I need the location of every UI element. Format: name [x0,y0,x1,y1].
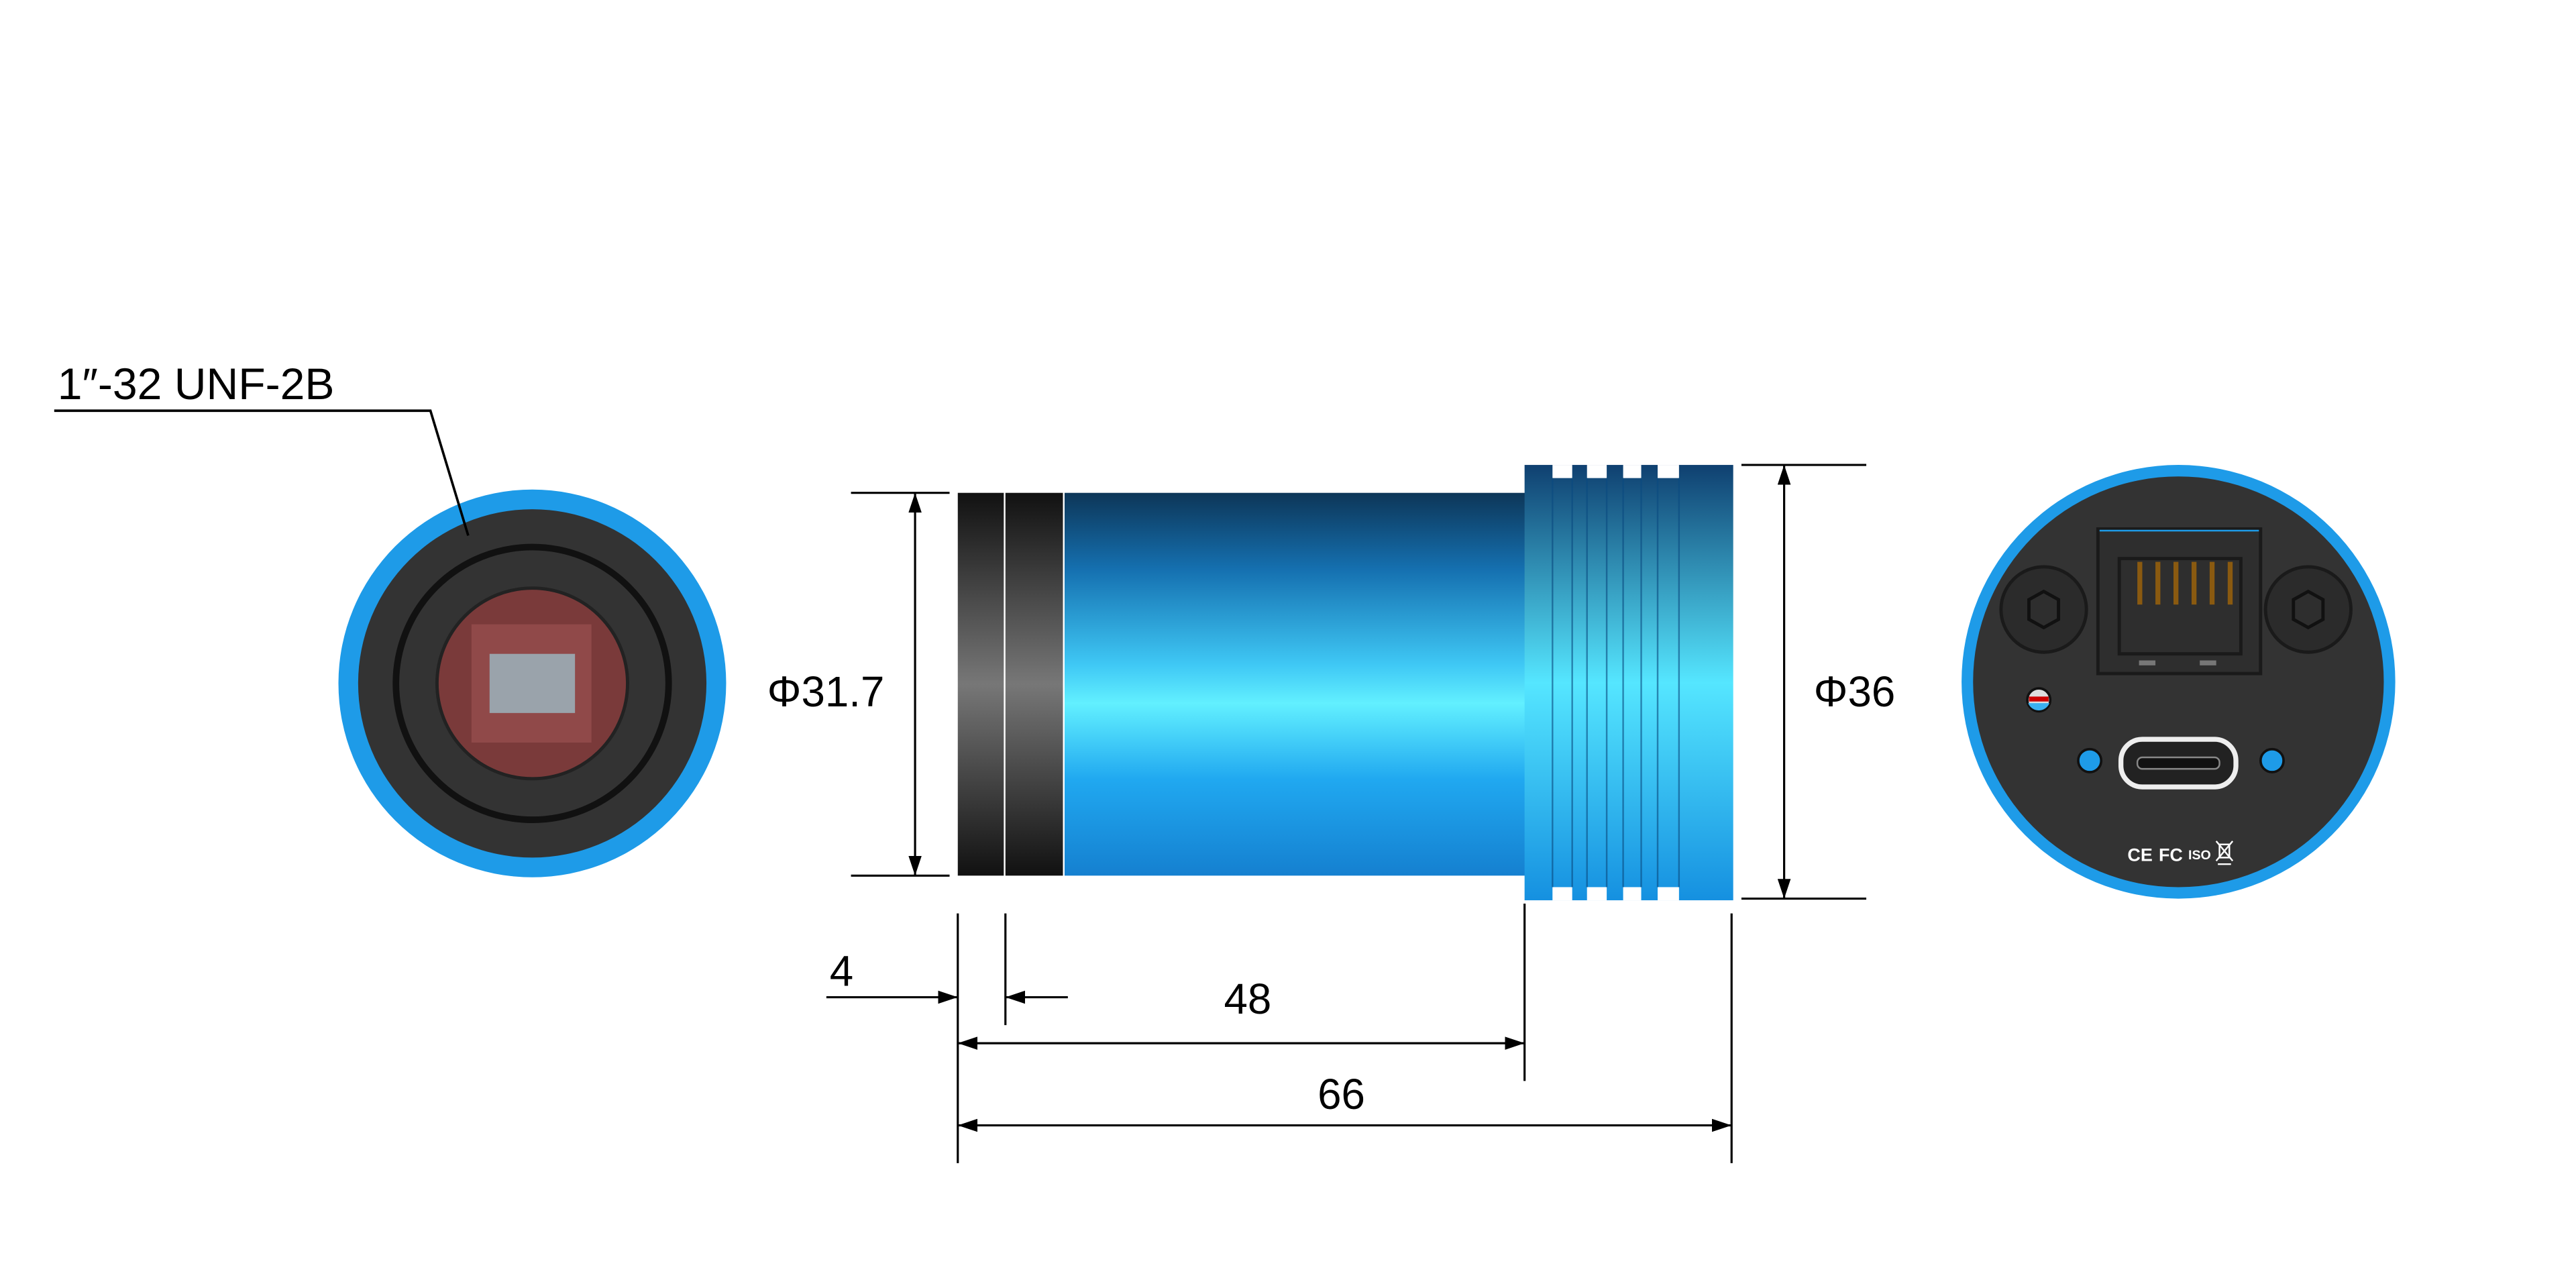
usb-c-port [2118,737,2239,790]
camera-body [1064,492,1528,876]
rj45-port [2096,527,2263,676]
total-length-label: 66 [1318,1071,1365,1118]
screw-right-icon [2263,565,2353,654]
certification-logos: CE FC ISO [2127,841,2234,865]
fcc-logo: FC [2159,845,2183,865]
dimension-lines [826,464,1867,1163]
status-led-icon [2026,687,2052,713]
rear-diameter-label: Φ36 [1814,668,1896,716]
heat-sink-fins [1524,465,1733,901]
sensor [489,653,576,713]
thread-label: 1″-32 UNF-2B [58,360,335,409]
back-view: CE FC ISO [1962,465,2396,899]
iso-logo: ISO [2188,848,2211,863]
ce-logo: CE [2127,845,2152,865]
body-length-label: 48 [1224,975,1271,1023]
thread-callout: 1″-32 UNF-2B [54,360,470,536]
screw-left-icon [1999,565,2088,654]
ring-width-label: 4 [830,947,853,995]
weee-bin-icon [2215,841,2234,865]
front-diameter-label: Φ31.7 [767,668,885,716]
side-view [957,465,1733,901]
indicator-dot-left [2077,747,2103,773]
front-view [338,489,727,877]
indicator-dot-right [2259,747,2285,773]
